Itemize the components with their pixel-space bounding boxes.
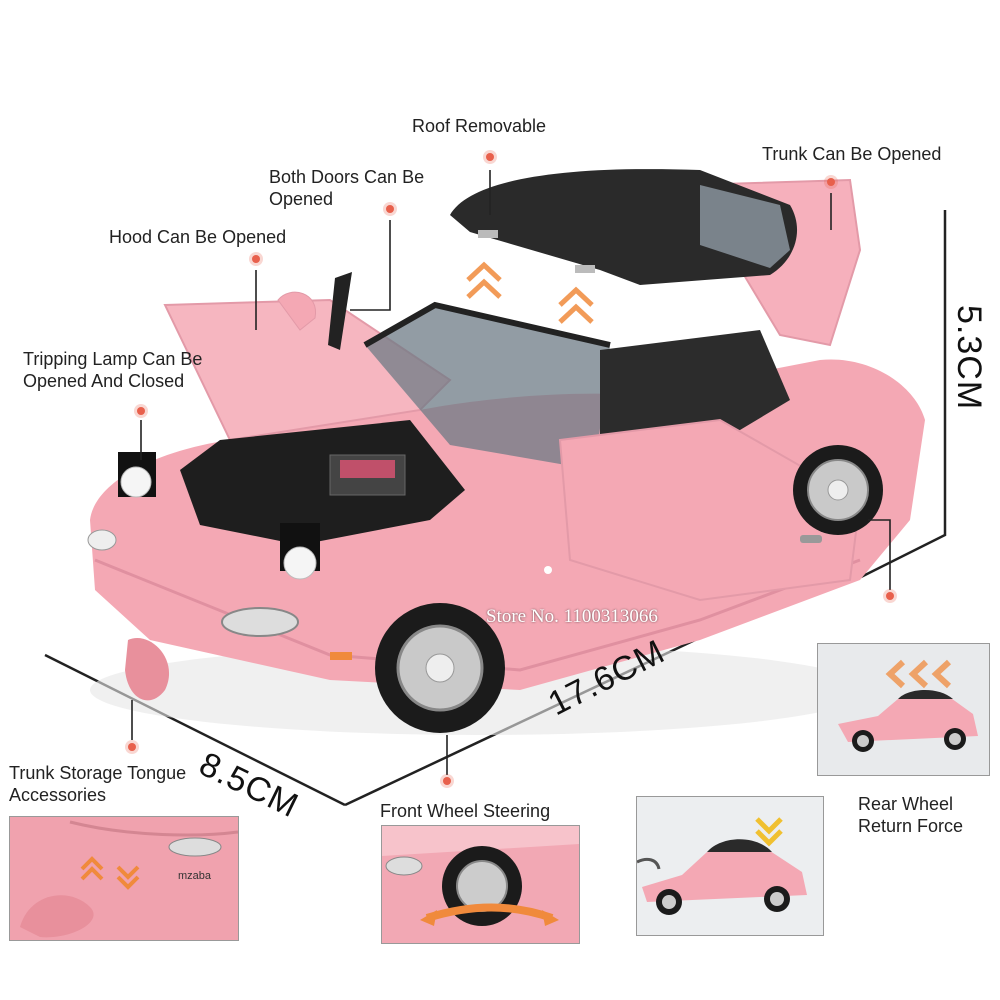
marker-doors: [386, 205, 394, 213]
removable-roof: [450, 169, 798, 285]
marker-hood: [252, 255, 260, 263]
label-rear-wheel: Rear Wheel Return Force: [858, 794, 964, 836]
label-trunk: Trunk Can Be Opened: [762, 144, 942, 164]
marker-trunk: [827, 178, 835, 186]
label-tongue: Trunk Storage Tongue Accessories: [9, 763, 187, 805]
inset-front-steering: [381, 825, 580, 944]
label-steering: Front Wheel Steering: [380, 801, 551, 821]
inset-rear-return-bottom: [636, 796, 824, 936]
dimension-height: 5.3CM: [950, 305, 988, 411]
label-roof: Roof Removable: [412, 116, 547, 136]
label-doors: Both Doors Can Be Opened: [269, 167, 425, 209]
label-lamp: Tripping Lamp Can Be Opened And Closed: [23, 349, 203, 391]
marker-roof: [486, 153, 494, 161]
lift-arrows-icon: [466, 261, 594, 324]
rear-wheel: [793, 445, 883, 535]
brand-plate-text: mzaba: [178, 870, 212, 882]
store-watermark: Store No. 1100313066: [486, 606, 658, 627]
marker-rear-wheel: [886, 592, 894, 600]
front-wheel: [375, 603, 505, 733]
marker-tongue: [128, 743, 136, 751]
marker-steering: [443, 777, 451, 785]
label-hood: Hood Can Be Opened: [109, 227, 287, 247]
callout-lines: [131, 170, 891, 775]
marker-lamp: [137, 407, 145, 415]
inset-tongue: mzaba: [9, 816, 239, 941]
inset-rear-return-top: [817, 643, 990, 776]
